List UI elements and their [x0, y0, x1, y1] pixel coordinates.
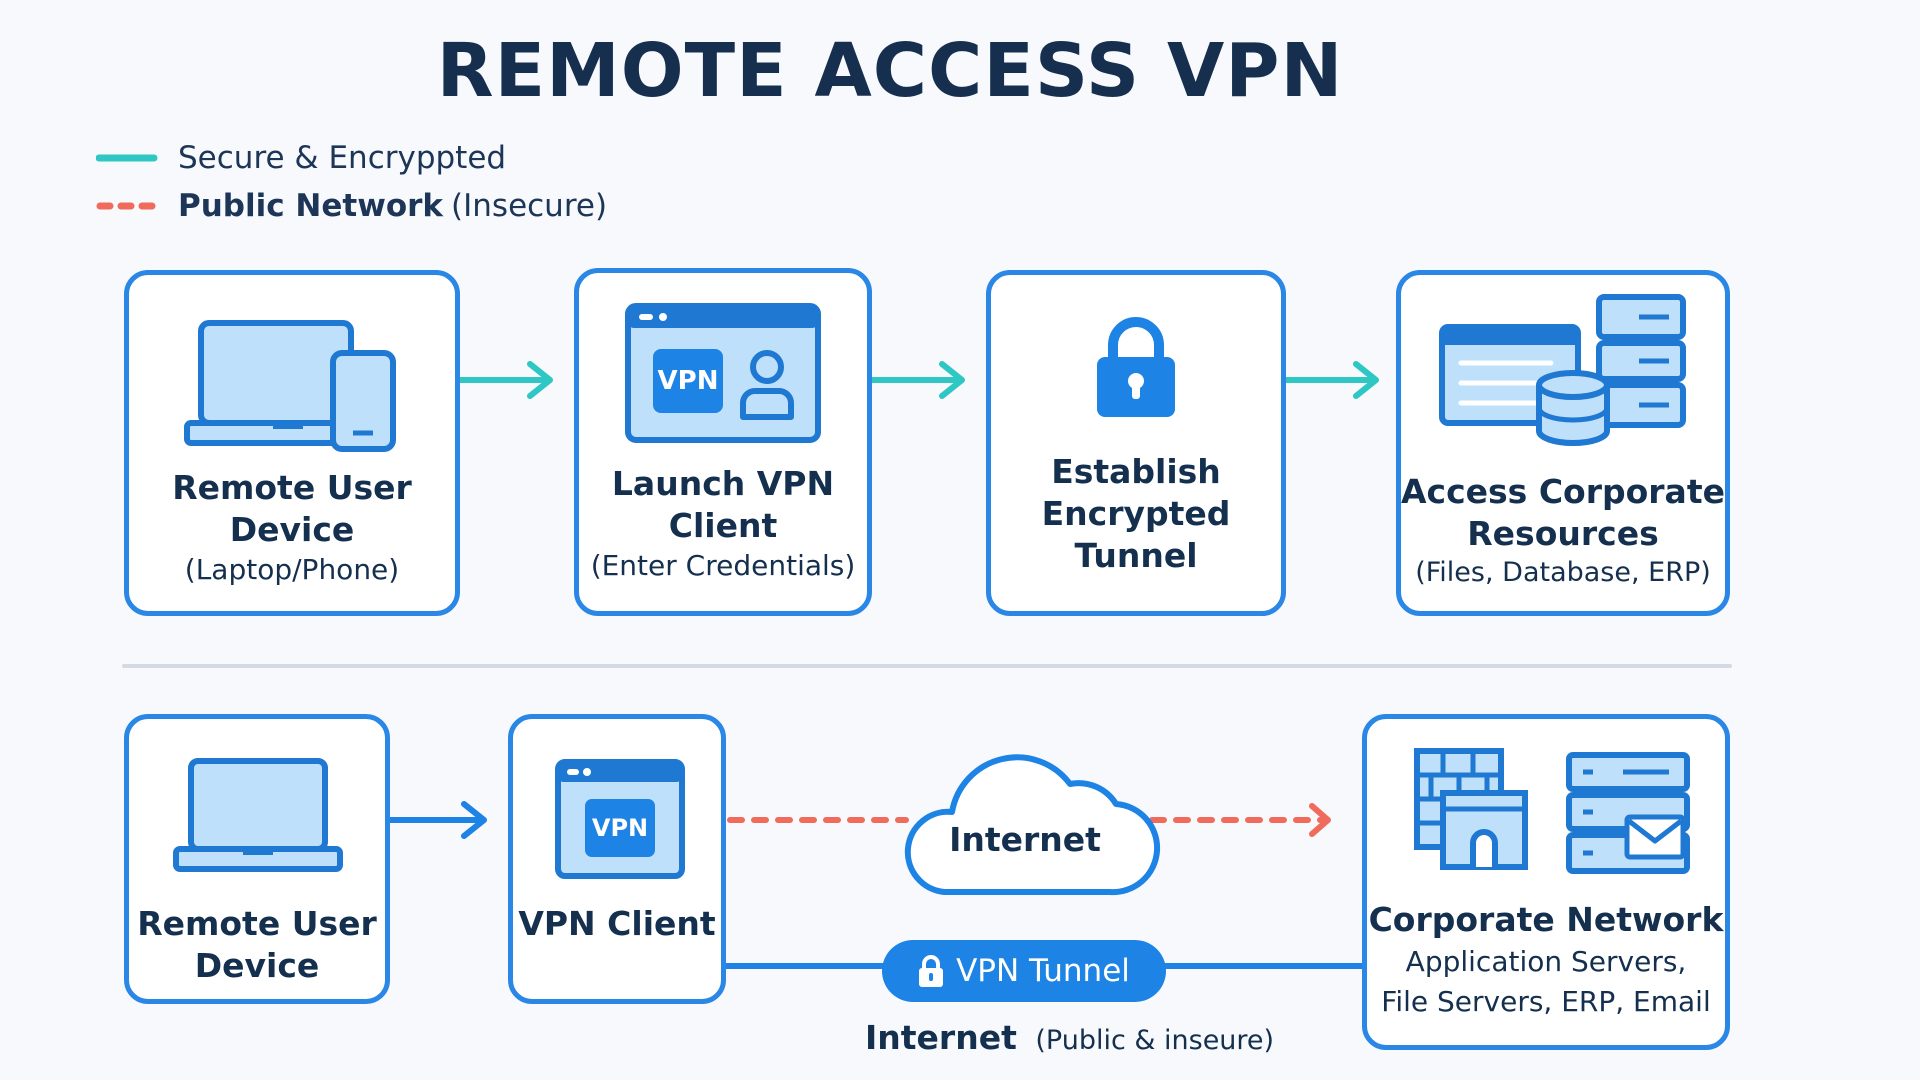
cloud-icon [904, 754, 1161, 896]
step-launch-client-sub: (Enter Credentials) [590, 549, 856, 582]
step-remote-device-card: Remote User Device (Laptop/Phone) [124, 270, 460, 616]
solid-line-icon [96, 154, 158, 162]
internet-caption-rest: (Public & inseure) [1035, 1025, 1275, 1056]
arrow-secure-2 [872, 361, 965, 399]
internet-caption: Internet (Public & inseure) [865, 1018, 1274, 1057]
lock-icon [919, 955, 944, 987]
legend-secure-label: Secure & Encryppted [178, 140, 507, 176]
vpn-client-window-icon: VPN [625, 303, 821, 443]
arrow-device-to-client [390, 801, 487, 839]
vpn-tunnel-badge: VPN Tunnel [882, 940, 1166, 1002]
step-launch-client-title: Launch VPN Client [611, 464, 835, 545]
step-remote-device-title: Remote User Device [172, 468, 412, 549]
arrow-secure-3 [1286, 361, 1379, 399]
corporate-network-line-2: File Servers, ERP, Email [1381, 985, 1711, 1018]
laptop-icon [173, 758, 343, 872]
firewall-servers-icon [1414, 748, 1690, 874]
legend-public: Public Network (Insecure) [96, 188, 607, 224]
laptop-phone-icon [184, 320, 396, 452]
step-access-resources-card: Access Corporate Resources (Files, Datab… [1396, 270, 1730, 616]
step-establish-tunnel-card: Establish Encrypted Tunnel [986, 270, 1286, 616]
internet-caption-strong: Internet [865, 1018, 1017, 1057]
vpn-client-title: VPN Client [518, 904, 716, 943]
legend-secure: Secure & Encryppted [96, 140, 506, 176]
step-remote-device-sub: (Laptop/Phone) [184, 553, 400, 586]
vpn-client-card: VPN VPN Client [508, 714, 726, 1004]
step-launch-client-card: VPN Launch VPN Client (Enter Credentials… [574, 268, 872, 616]
arrow-secure-1 [460, 361, 553, 399]
servers-database-icon [1439, 294, 1686, 446]
corporate-network-title: Corporate Network [1368, 900, 1724, 939]
section-divider [122, 664, 1732, 668]
corporate-network-card: Corporate Network Application Servers, F… [1362, 714, 1730, 1050]
internet-cloud-label: Internet [949, 820, 1101, 859]
step-establish-tunnel-title: Establish Encrypted Tunnel [1041, 452, 1231, 575]
dashed-line-icon [96, 202, 158, 210]
remote-device-title: Remote User Device [137, 904, 377, 985]
internet-path [727, 754, 1331, 896]
step-access-resources-sub: (Files, Database, ERP) [1415, 557, 1711, 588]
step-access-resources-title: Access Corporate Resources [1401, 472, 1725, 553]
page-title: REMOTE ACCESS VPN [436, 28, 1344, 114]
vpn-badge-text: VPN [657, 366, 719, 396]
vpn-window-text: VPN [591, 814, 649, 842]
legend-public-sub: (Insecure) [451, 188, 608, 224]
vpn-tunnel-label: VPN Tunnel [956, 953, 1130, 989]
remote-device-card: Remote User Device [124, 714, 390, 1004]
corporate-network-line-1: Application Servers, [1405, 945, 1687, 978]
padlock-icon [1097, 317, 1175, 417]
vpn-window-icon: VPN [555, 759, 685, 883]
legend-public-label: Public Network [178, 188, 444, 224]
